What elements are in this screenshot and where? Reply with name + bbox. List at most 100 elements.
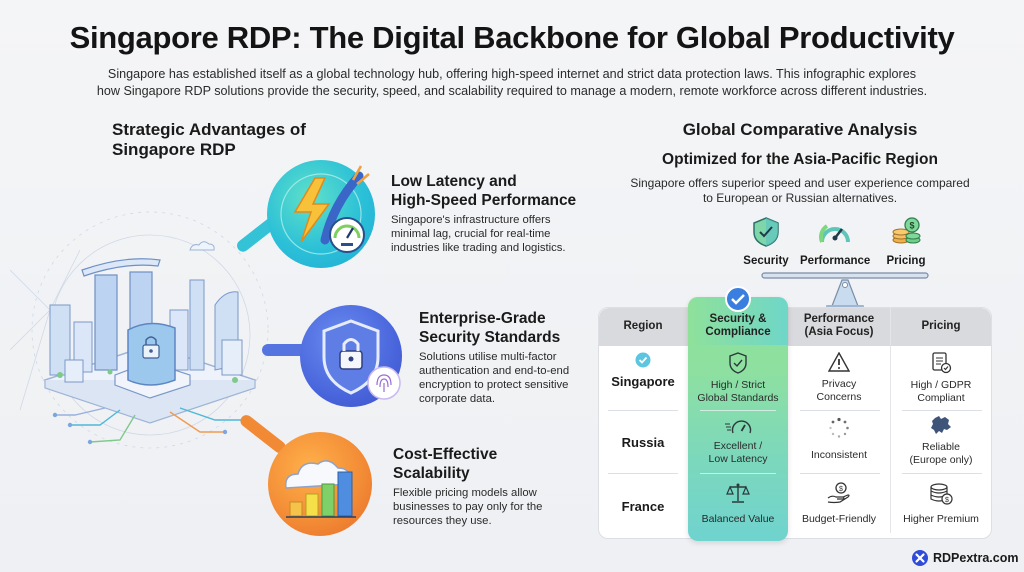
shield-lock-fingerprint-icon bbox=[300, 305, 402, 407]
feature-desc-low-latency: Singapore's infrastructure offers minima… bbox=[391, 213, 591, 255]
balance-scale-icon bbox=[726, 483, 750, 503]
feature-title-security: Enterprise-Grade Security Standards bbox=[419, 309, 599, 347]
cell-line: High / GDPR bbox=[910, 379, 972, 391]
header-line: Performance bbox=[803, 313, 875, 325]
feature-title-line: Cost-Effective bbox=[393, 446, 498, 463]
cell-line: Reliable bbox=[922, 441, 960, 453]
feature-desc-line: minimal lag, crucial for real-time bbox=[391, 228, 551, 240]
row-divider bbox=[800, 473, 880, 474]
rdpextra-logo-icon bbox=[912, 550, 928, 566]
balance-label: Pricing bbox=[886, 255, 926, 267]
table-cell-russia-security: Excellent / Low Latency bbox=[688, 417, 788, 466]
row-divider bbox=[902, 410, 982, 411]
table-cell-russia-pricing: Reliable (Europe only) bbox=[890, 414, 992, 467]
cell-line: Higher Premium bbox=[903, 513, 979, 525]
strategic-advantages-heading: Strategic Advantages of Singapore RDP bbox=[112, 120, 306, 159]
balance-label: Performance bbox=[800, 255, 871, 267]
table-cell-france-pricing: $ Higher Premium bbox=[890, 482, 992, 526]
row-divider bbox=[800, 410, 880, 411]
shield-check-icon bbox=[753, 217, 779, 247]
table-row-russia-region: Russia bbox=[621, 435, 665, 450]
loading-spinner-icon bbox=[829, 417, 849, 438]
europe-map-icon bbox=[931, 416, 951, 434]
singapore-city-illustration bbox=[10, 211, 269, 449]
cell-line: Compliant bbox=[917, 392, 965, 404]
check-badge-icon bbox=[725, 286, 751, 312]
feature-desc-line: encryption to protect sensitive bbox=[419, 379, 569, 391]
table-cell-russia-performance: Inconsistent bbox=[788, 417, 890, 462]
table-cell-singapore-security: High / Strict Global Standards bbox=[688, 352, 788, 405]
table-row-singapore-region: Singapore bbox=[598, 352, 688, 389]
feature-desc-line: Solutions utilise multi-factor bbox=[419, 351, 557, 363]
region-name: Singapore bbox=[611, 374, 675, 389]
cell-line: Low Latency bbox=[708, 453, 768, 465]
table-header-row bbox=[599, 308, 991, 346]
row-divider bbox=[608, 473, 678, 474]
warning-triangle-icon bbox=[828, 352, 850, 372]
feature-desc-line: industries like trading and logistics. bbox=[391, 242, 566, 254]
coins-dollar-icon: $ bbox=[892, 217, 921, 244]
brand-logo[interactable]: RDPextra.com bbox=[912, 550, 1018, 566]
hand-coin-icon: $ bbox=[827, 482, 850, 504]
feature-desc-security: Solutions utilise multi-factor authentic… bbox=[419, 350, 599, 406]
table-cell-singapore-pricing: High / GDPR Compliant bbox=[890, 352, 992, 405]
header-line: Compliance bbox=[705, 326, 771, 338]
brand-name: RDPextra.com bbox=[933, 551, 1019, 565]
cell-line: Budget-Friendly bbox=[801, 513, 877, 525]
cloud-bar-chart-icon bbox=[268, 432, 372, 536]
row-divider bbox=[902, 473, 982, 474]
comparative-analysis-heading: Global Comparative Analysis bbox=[682, 120, 918, 139]
row-divider bbox=[608, 410, 678, 411]
table-row-france-region: France bbox=[621, 499, 665, 514]
feature-desc-line: resources they use. bbox=[393, 515, 492, 527]
intro-text: Singapore has established itself as a gl… bbox=[90, 66, 934, 100]
cell-line: High / Strict bbox=[710, 379, 766, 391]
feature-title-line: High-Speed Performance bbox=[391, 192, 577, 209]
document-check-icon bbox=[932, 352, 952, 374]
comparison-table bbox=[598, 307, 992, 539]
feature-title-line: Low Latency and bbox=[391, 173, 517, 190]
speedometer-icon bbox=[818, 224, 850, 243]
feature-title-scalability: Cost-Effective Scalability bbox=[393, 445, 573, 483]
cell-line: (Europe only) bbox=[909, 454, 973, 466]
feature-desc-line: authentication and end-to-end bbox=[419, 365, 570, 377]
column-header-region: Region bbox=[623, 319, 663, 332]
comparison-desc-line: to European or Russian alternatives. bbox=[702, 191, 898, 205]
feature-connector-handle bbox=[262, 344, 312, 356]
cell-line: Excellent / bbox=[713, 440, 763, 452]
asia-pacific-subheading: Optimized for the Asia-Pacific Region bbox=[662, 151, 938, 168]
header-divider bbox=[788, 307, 789, 345]
feature-desc-scalability: Flexible pricing models allow businesses… bbox=[393, 486, 573, 528]
feature-title-line: Scalability bbox=[393, 465, 470, 482]
page-title: Singapore RDP: The Digital Backbone for … bbox=[69, 20, 955, 55]
cell-line: Privacy bbox=[821, 378, 857, 390]
svg-text:$: $ bbox=[839, 486, 843, 493]
header-line: (Asia Focus) bbox=[804, 326, 874, 338]
column-header-security: Security & Compliance bbox=[688, 307, 788, 345]
cell-line: Concerns bbox=[816, 391, 862, 403]
intro-line-1: Singapore has established itself as a gl… bbox=[107, 67, 917, 81]
check-circle-icon bbox=[635, 352, 651, 368]
feature-desc-line: Flexible pricing models allow bbox=[393, 487, 537, 499]
column-divider bbox=[890, 307, 891, 533]
cell-line: Inconsistent bbox=[810, 449, 868, 461]
intro-line-2: how Singapore RDP solutions provide the … bbox=[96, 84, 928, 98]
balance-item-performance: Performance bbox=[800, 216, 870, 267]
column-header-performance: Performance (Asia Focus) bbox=[788, 307, 890, 345]
feature-desc-line: Singapore's infrastructure offers bbox=[391, 214, 551, 226]
table-cell-france-performance: $ Budget-Friendly bbox=[788, 482, 890, 526]
feature-title-line: Security Standards bbox=[419, 329, 561, 346]
lightning-cable-gauge-icon bbox=[267, 160, 375, 268]
speedometer-fast-icon bbox=[725, 420, 752, 434]
cell-line: Global Standards bbox=[697, 392, 779, 404]
balance-label: Security bbox=[743, 255, 789, 267]
coin-stack-icon: $ bbox=[930, 483, 953, 505]
table-cell-singapore-performance: Privacy Concerns bbox=[788, 352, 890, 404]
feature-title-low-latency: Low Latency and High-Speed Performance bbox=[391, 172, 591, 210]
shield-check-outline-icon bbox=[729, 352, 747, 374]
row-divider bbox=[700, 410, 776, 411]
comparison-description: Singapore offers superior speed and user… bbox=[620, 176, 980, 206]
row-divider bbox=[700, 473, 776, 474]
balance-item-pricing: $ Pricing bbox=[880, 216, 932, 267]
feature-desc-line: corporate data. bbox=[419, 393, 495, 405]
